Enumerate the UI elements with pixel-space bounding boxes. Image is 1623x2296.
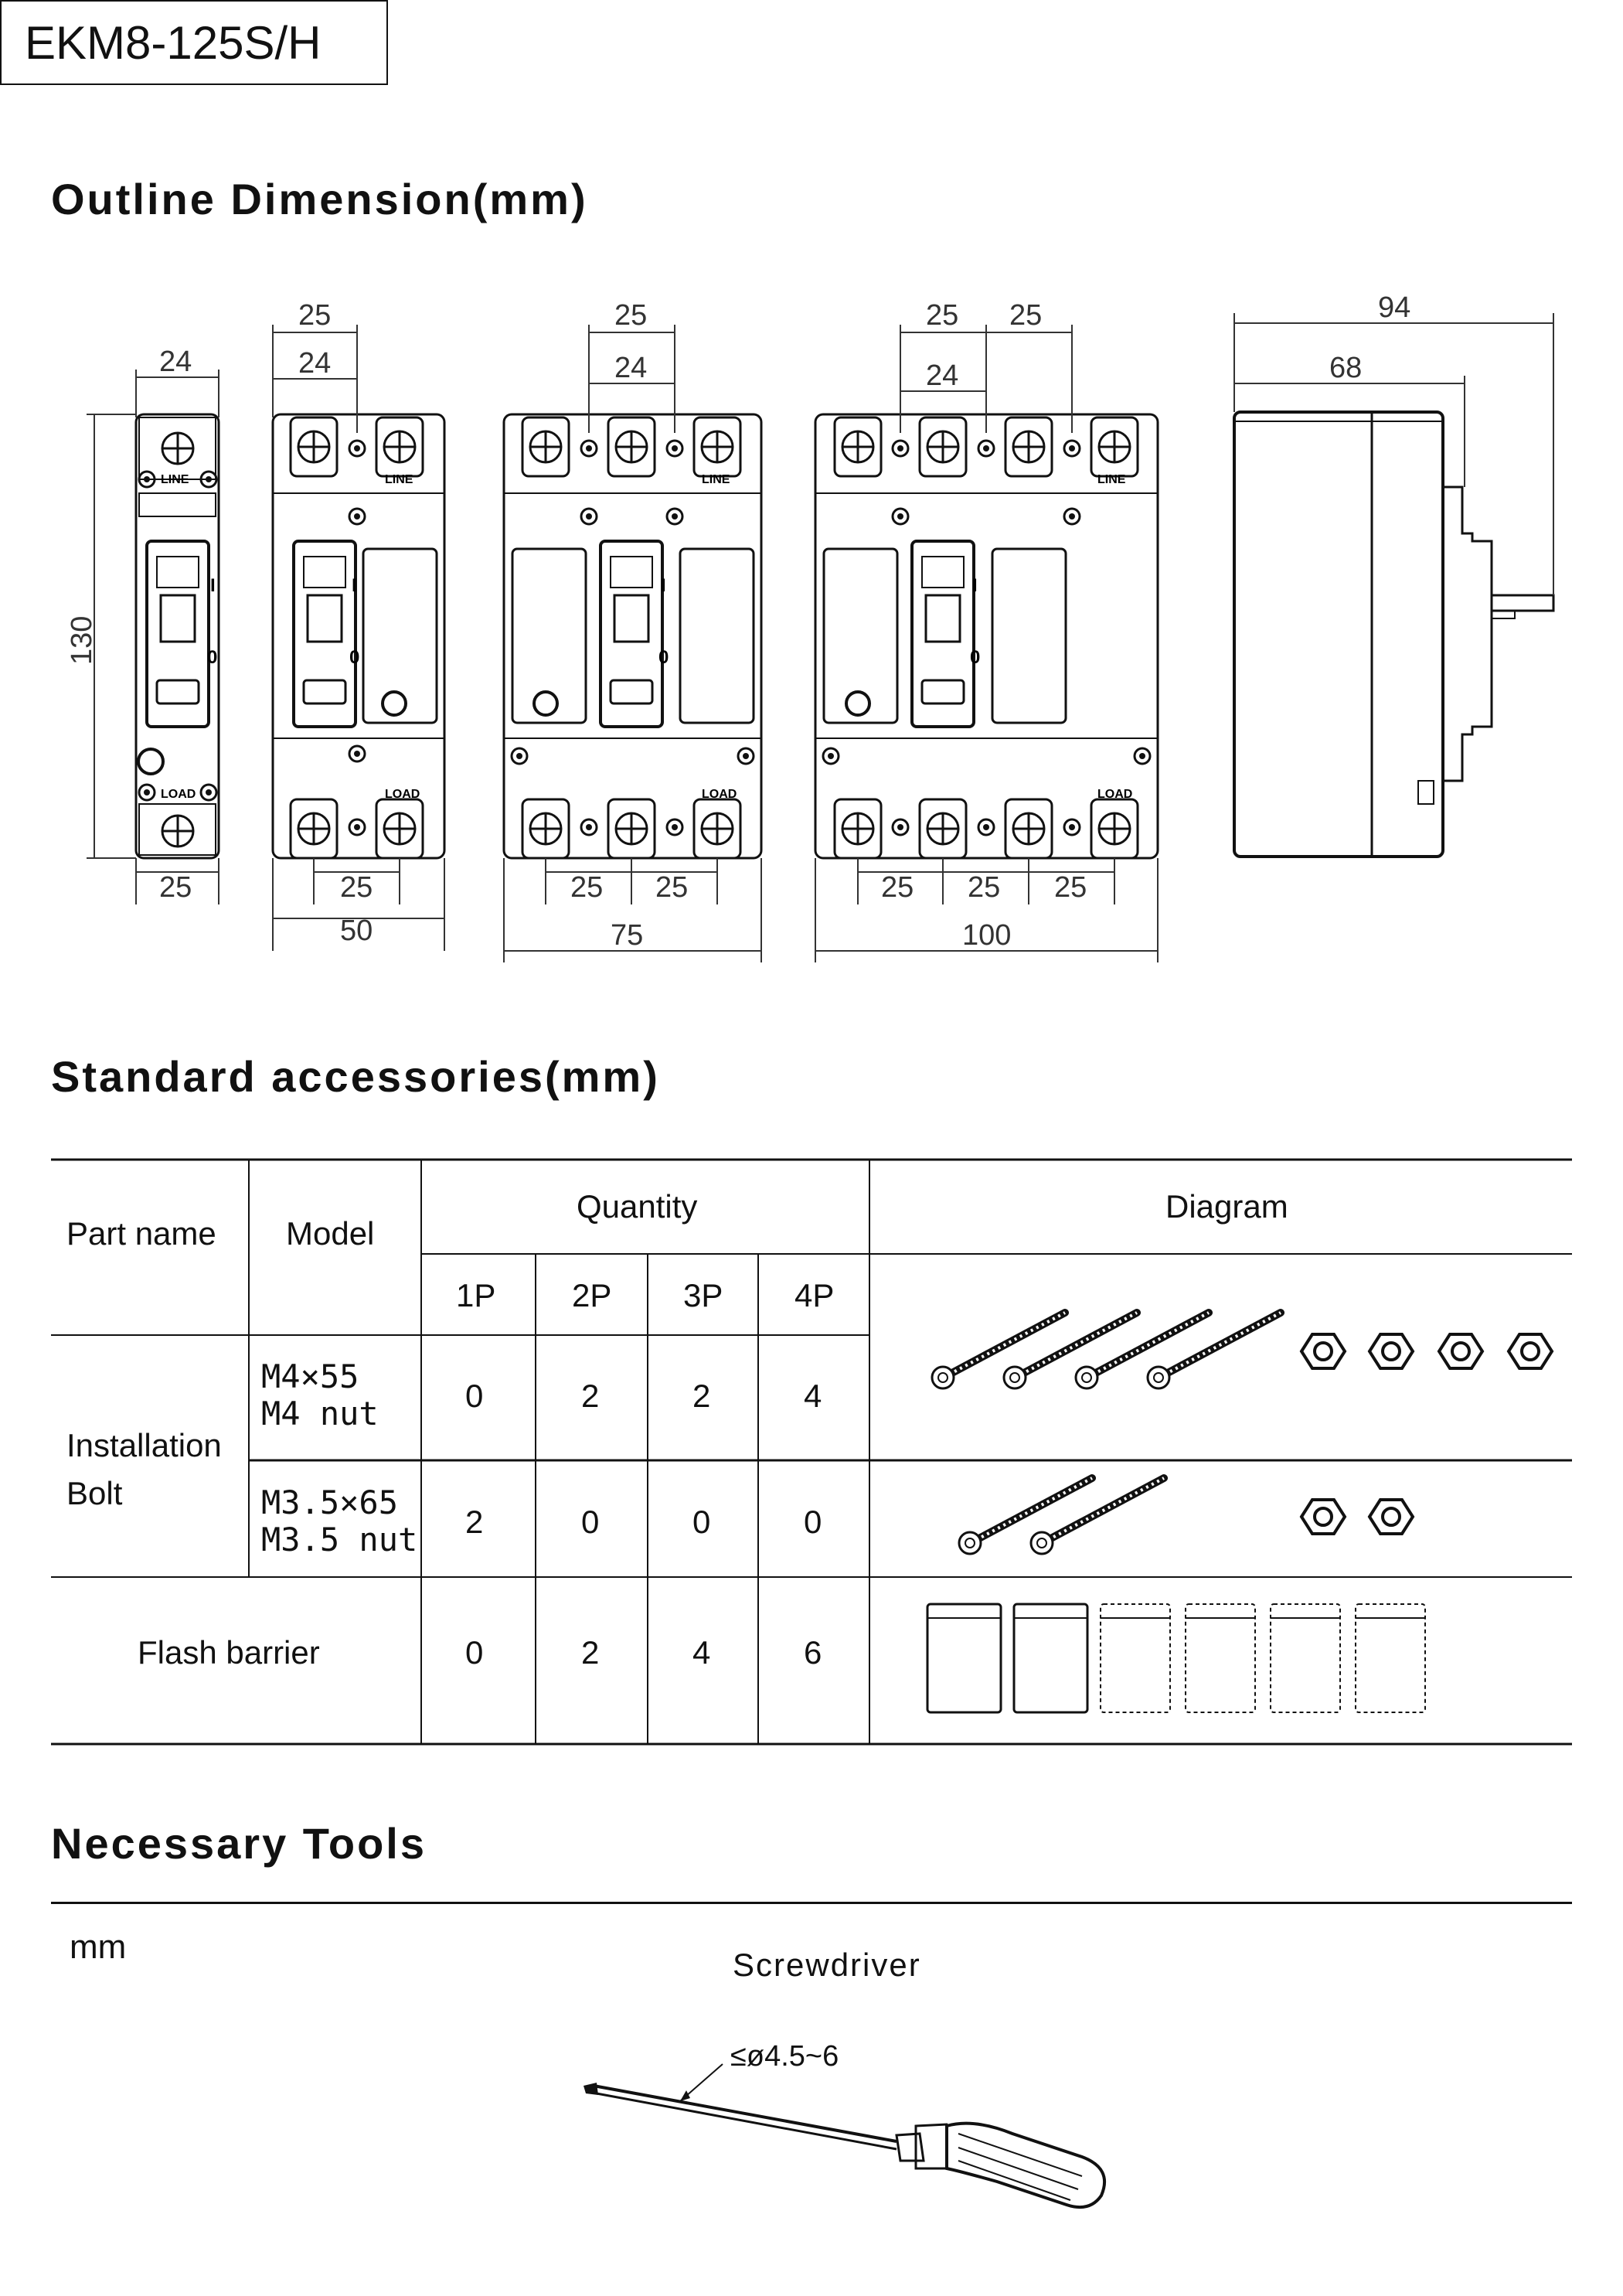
row2-model-line2: M3.5 nut bbox=[261, 1521, 417, 1558]
row1-qty-4p: 4 bbox=[804, 1378, 822, 1414]
svg-text:0: 0 bbox=[207, 647, 217, 668]
row3-qty-3p: 4 bbox=[692, 1634, 710, 1671]
load-label: LOAD bbox=[161, 788, 196, 801]
svg-text:LOAD: LOAD bbox=[1097, 788, 1132, 801]
drawing-3p: LINE I 0 LOAD 25 24 25 25 75 bbox=[502, 299, 763, 962]
row2-qty-3p: 0 bbox=[692, 1504, 710, 1540]
header-4p: 4P bbox=[794, 1277, 834, 1313]
svg-text:25: 25 bbox=[570, 871, 603, 904]
svg-text:0: 0 bbox=[658, 647, 669, 668]
row3-qty-4p: 6 bbox=[804, 1634, 822, 1671]
svg-text:I: I bbox=[661, 575, 666, 596]
row1-qty-3p: 2 bbox=[692, 1378, 710, 1414]
row3-qty-2p: 2 bbox=[581, 1634, 599, 1671]
dim-side-total: 94 bbox=[1378, 291, 1410, 324]
header-quantity: Quantity bbox=[577, 1188, 697, 1225]
svg-text:25: 25 bbox=[1054, 871, 1087, 904]
tools-unit: mm bbox=[70, 1928, 127, 1966]
header-2p: 2P bbox=[572, 1277, 611, 1313]
outline-drawings: LINE I 0 LOAD 24 25 130 LINE I bbox=[66, 291, 1555, 962]
svg-text:I: I bbox=[352, 575, 357, 596]
svg-text:25: 25 bbox=[968, 871, 1000, 904]
svg-text:LINE: LINE bbox=[385, 473, 413, 486]
tools-heading: Necessary Tools bbox=[51, 1819, 427, 1868]
svg-text:75: 75 bbox=[611, 919, 643, 952]
line-label: LINE bbox=[161, 473, 189, 486]
dim-1p-top: 24 bbox=[159, 346, 192, 378]
screwdriver-label: Screwdriver bbox=[733, 1947, 921, 1983]
svg-text:24: 24 bbox=[926, 359, 958, 392]
row2-qty-1p: 2 bbox=[465, 1504, 483, 1540]
row-bolt-part-line1: Installation bbox=[66, 1427, 222, 1463]
row1-model-line1: M4×55 bbox=[261, 1358, 359, 1395]
row3-part-name: Flash barrier bbox=[138, 1634, 320, 1671]
drawing-2p: LINE I 0 LOAD 25 24 25 50 bbox=[271, 299, 446, 951]
accessories-heading: Standard accessories(mm) bbox=[51, 1052, 660, 1101]
header-model: Model bbox=[286, 1215, 374, 1252]
model-title-box: EKM8-125S/H bbox=[0, 0, 388, 85]
svg-text:25: 25 bbox=[881, 871, 914, 904]
screwdriver-drawing: ≤ø4.5~6 bbox=[584, 2040, 1106, 2209]
drawing-side: 94 68 bbox=[1233, 291, 1555, 858]
tools-divider bbox=[51, 1902, 1572, 1904]
svg-text:100: 100 bbox=[962, 919, 1011, 952]
diagram-m35-bolts bbox=[959, 1478, 1414, 1554]
drawing-1p: LINE I 0 LOAD 24 25 130 bbox=[66, 346, 220, 904]
diagram-m4-bolts bbox=[932, 1313, 1553, 1388]
svg-text:I: I bbox=[210, 575, 216, 596]
row1-qty-2p: 2 bbox=[581, 1378, 599, 1414]
model-title: EKM8-125S/H bbox=[25, 16, 322, 69]
row1-qty-1p: 0 bbox=[465, 1378, 483, 1414]
svg-text:50: 50 bbox=[340, 915, 373, 947]
svg-text:LINE: LINE bbox=[702, 473, 730, 486]
row2-qty-2p: 0 bbox=[581, 1504, 599, 1540]
row1-model-line2: M4 nut bbox=[261, 1395, 379, 1432]
diagram-flash-barriers bbox=[926, 1603, 1426, 1714]
svg-text:LOAD: LOAD bbox=[385, 788, 420, 801]
screwdriver-spec: ≤ø4.5~6 bbox=[730, 2040, 839, 2073]
accessories-table: Part name Model Quantity Diagram 1P 2P 3… bbox=[51, 1158, 1572, 1746]
svg-text:LINE: LINE bbox=[1097, 473, 1126, 486]
svg-text:25: 25 bbox=[655, 871, 688, 904]
svg-text:25: 25 bbox=[926, 299, 958, 332]
row3-qty-1p: 0 bbox=[465, 1634, 483, 1671]
drawing-4p: LINE I 0 LOAD 25 25 24 25 25 bbox=[814, 299, 1159, 962]
svg-text:25: 25 bbox=[298, 299, 331, 332]
header-3p: 3P bbox=[683, 1277, 723, 1313]
svg-text:24: 24 bbox=[298, 347, 331, 380]
outline-heading: Outline Dimension(mm) bbox=[51, 175, 588, 223]
svg-text:25: 25 bbox=[614, 299, 647, 332]
svg-text:LOAD: LOAD bbox=[702, 788, 737, 801]
dim-side-body: 68 bbox=[1329, 352, 1362, 384]
row-bolt-part-line2: Bolt bbox=[66, 1475, 123, 1511]
row2-model-line1: M3.5×65 bbox=[261, 1484, 398, 1521]
svg-text:25: 25 bbox=[1009, 299, 1042, 332]
header-diagram: Diagram bbox=[1165, 1188, 1288, 1225]
svg-text:24: 24 bbox=[614, 352, 647, 384]
dim-1p-bottom: 25 bbox=[159, 871, 192, 904]
svg-text:25: 25 bbox=[340, 871, 373, 904]
dim-height: 130 bbox=[66, 616, 98, 665]
svg-text:0: 0 bbox=[970, 647, 980, 668]
svg-text:I: I bbox=[972, 575, 978, 596]
row2-qty-4p: 0 bbox=[804, 1504, 822, 1540]
header-1p: 1P bbox=[456, 1277, 495, 1313]
header-part-name: Part name bbox=[66, 1215, 216, 1252]
svg-text:0: 0 bbox=[349, 647, 359, 668]
